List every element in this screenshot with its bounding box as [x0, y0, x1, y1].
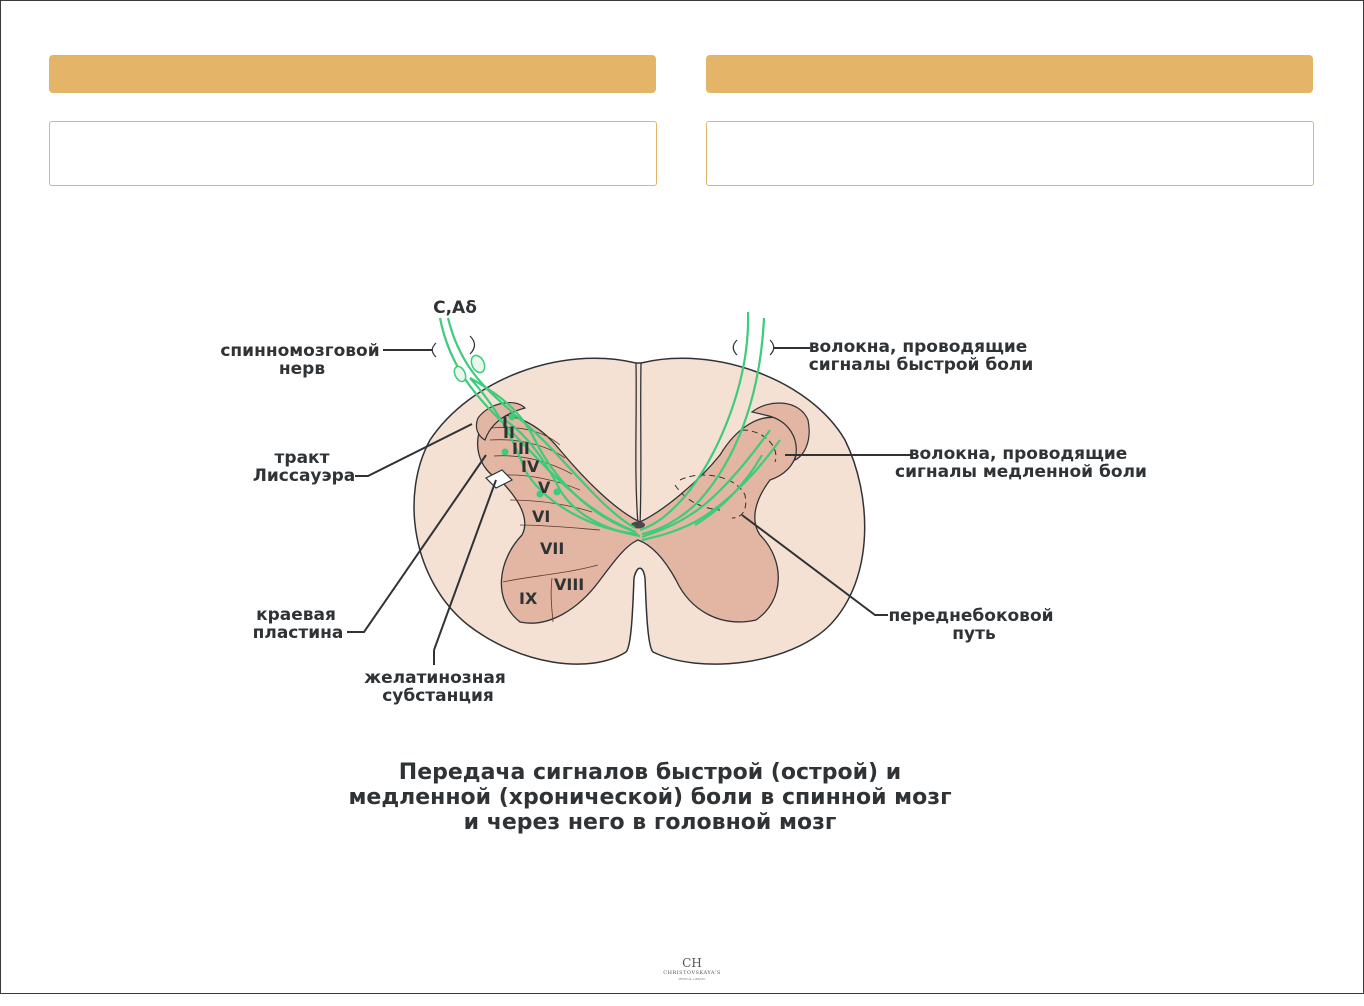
lamina-boundaries [489, 426, 601, 623]
lamina-V: V [538, 478, 551, 497]
caption-line-3: и через него в головной мозг [463, 810, 837, 835]
lamina-VIII: VIII [554, 575, 584, 594]
label-anterolateral-1: переднебоковой [888, 606, 1053, 626]
label-fibers-top: C,Aδ [433, 298, 477, 318]
publisher-logo: CH CHRISTOVSKAYA'S MEDICAL LIBRARY [662, 956, 722, 982]
logo-mark: CH [682, 956, 702, 970]
gelatinosa-marker [484, 469, 514, 489]
logo-sub: MEDICAL LIBRARY [678, 977, 706, 981]
label-lissauer-1: тракт [275, 448, 330, 468]
lamina-I: I [502, 413, 508, 432]
label-gelatinosa-2: субстанция [382, 686, 494, 706]
header-bar-left [49, 55, 656, 93]
label-marginal-2: пластина [253, 623, 344, 643]
leader-lines [347, 347, 913, 665]
lamina-VI: VI [532, 507, 550, 526]
label-anterolateral-2: путь [952, 624, 995, 644]
synapse-dots [501, 413, 561, 498]
nerve-brackets [431, 335, 775, 358]
caption-line-2: медленной (хронической) боли в спинной м… [348, 785, 952, 810]
ganglion-oval-1 [470, 354, 486, 374]
dorsal-cap-right [750, 402, 810, 462]
logo-name: CHRISTOVSKAYA'S [663, 970, 721, 976]
ganglion-oval-2 [453, 365, 467, 383]
right-fibers [639, 311, 781, 542]
label-fast-pain-2: сигналы быстрой боли [809, 355, 1034, 375]
text-box-left[interactable] [49, 121, 657, 186]
label-lissauer-2: Лиссауэра [253, 466, 355, 486]
label-marginal-1: краевая [256, 605, 336, 625]
label-spinal-nerve-2: нерв [279, 359, 325, 379]
label-fast-pain-1: волокна, проводящие [809, 337, 1028, 357]
figure-caption: Передача сигналов быстрой (острой) и мед… [300, 760, 1000, 835]
lamina-III: III [512, 439, 530, 458]
anterolateral-tract-lower [674, 484, 721, 511]
left-fibers [438, 317, 641, 538]
posterior-sulcus [635, 362, 642, 526]
lamina-VII: VII [540, 539, 564, 558]
label-slow-pain-1: волокна, проводящие [909, 444, 1128, 464]
label-slow-pain-2: сигналы медленной боли [895, 462, 1147, 482]
lamina-II: II [503, 423, 515, 442]
label-spinal-nerve-1: спинномозговой [220, 341, 379, 361]
lamina-IX: IX [519, 589, 538, 608]
header-bar-right [706, 55, 1313, 93]
white-matter [413, 357, 866, 665]
caption-line-1: Передача сигналов быстрой (острой) и [398, 760, 902, 785]
label-gelatinosa-1: желатинозная [364, 668, 506, 688]
text-box-right[interactable] [706, 121, 1314, 186]
lamina-IV: IV [521, 457, 540, 476]
